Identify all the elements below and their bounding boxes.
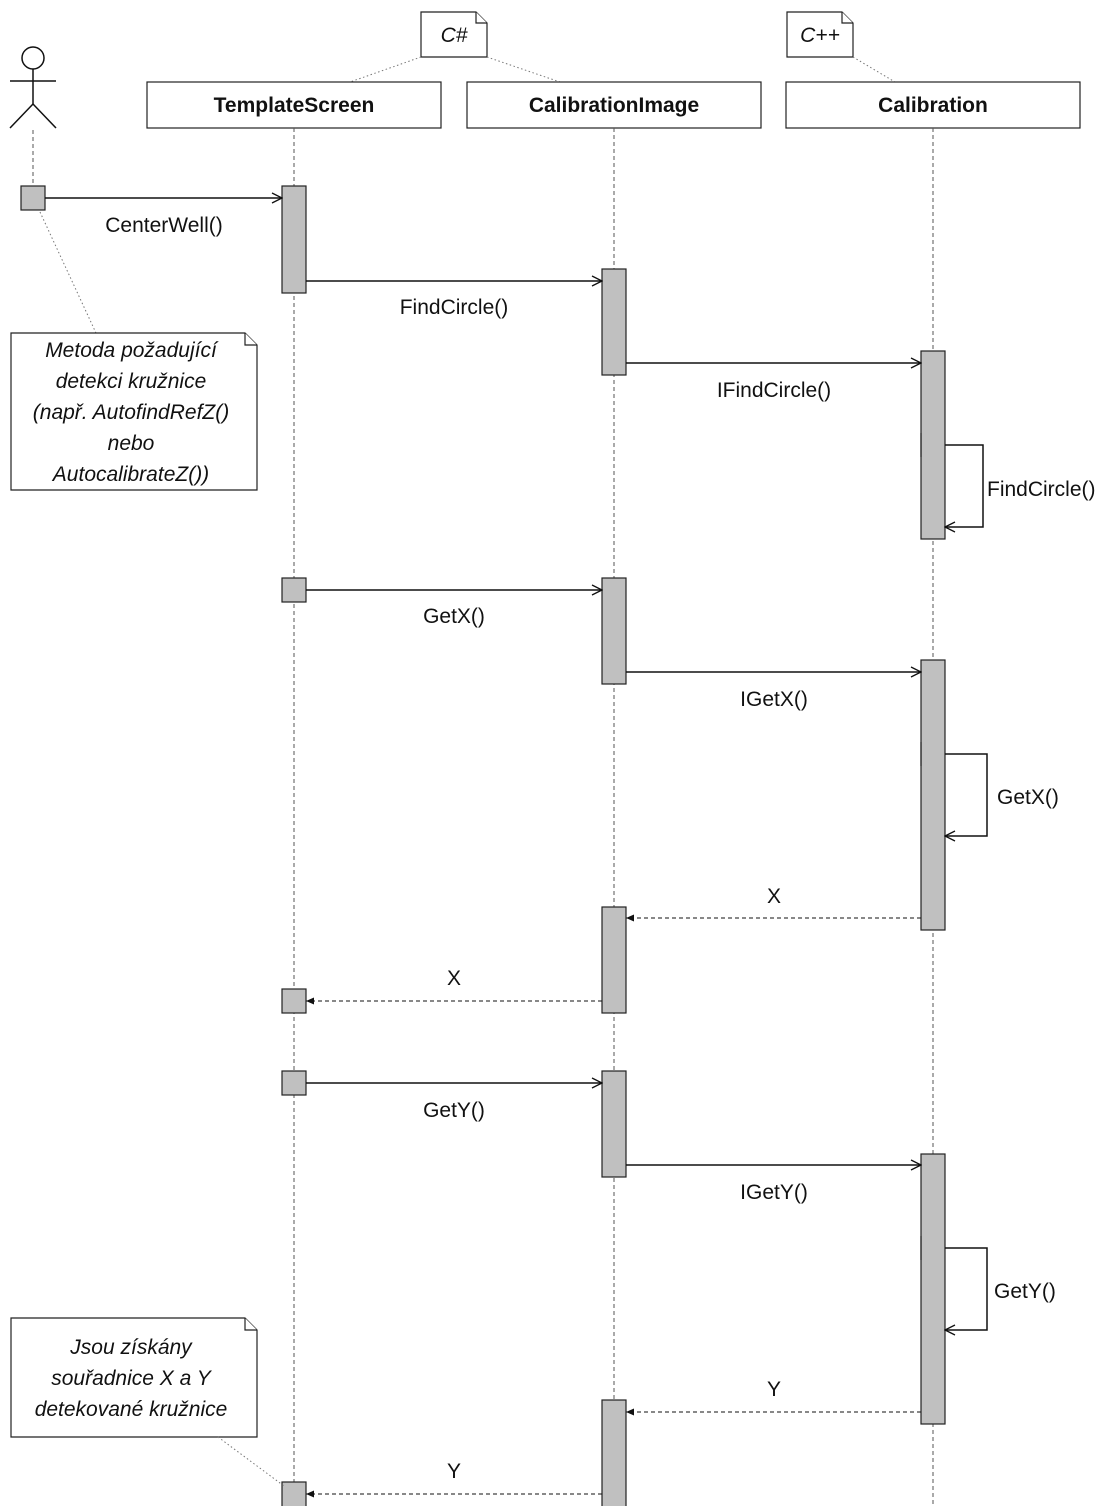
actor-icon — [9, 46, 57, 129]
self-message-arrow-get-y — [945, 1247, 988, 1330]
message-label-get-x: GetX() — [423, 605, 485, 628]
self-message-arrow-find-circle — [945, 444, 984, 527]
calibration-image-activation — [601, 1399, 627, 1506]
result-note-line: detekované kružnice — [35, 1398, 228, 1421]
object-calibration-image-label: CalibrationImage — [529, 94, 699, 117]
return-label-y-2: Y — [447, 1460, 461, 1483]
method-note: Metoda požadující detekci kružnice (např… — [10, 332, 258, 491]
calibration-image-activation — [601, 1070, 627, 1178]
calibration-image-activation — [601, 268, 627, 376]
result-note-line: souřadnice X a Y — [51, 1367, 213, 1390]
self-message-label-find-circle: FindCircle() — [987, 478, 1096, 501]
csharp-link-template — [349, 56, 422, 83]
method-note-line: detekci kružnice — [56, 370, 207, 393]
result-note: Jsou získány souřadnice X a Y detekované… — [10, 1317, 258, 1438]
object-template-screen-label: TemplateScreen — [214, 94, 375, 117]
self-message-arrow-get-x — [945, 753, 988, 836]
result-note-line: Jsou získány — [69, 1336, 193, 1359]
lang-csharp-label: C# — [441, 24, 468, 47]
calibration-image-activation — [601, 906, 627, 1014]
method-note-line: Metoda požadující — [45, 339, 219, 362]
object-calibration-image: CalibrationImage — [466, 81, 762, 129]
message-label-i-get-x: IGetX() — [740, 688, 808, 711]
message-label-center-well: CenterWell() — [105, 214, 222, 237]
self-message-label-get-x: GetX() — [997, 786, 1059, 809]
self-message-label-get-y: GetY() — [994, 1280, 1056, 1303]
object-calibration: Calibration — [785, 81, 1081, 129]
actor-activation — [20, 185, 46, 211]
message-label-i-get-y: IGetY() — [740, 1181, 808, 1204]
lang-cpp-label: C++ — [800, 24, 840, 47]
template-screen-activation — [281, 1481, 307, 1506]
method-note-line: AutocalibrateZ()) — [51, 463, 209, 486]
cpp-link-calibration — [852, 56, 896, 83]
object-template-screen: TemplateScreen — [146, 81, 442, 129]
return-label-x-1: X — [767, 885, 781, 908]
message-label-get-y: GetY() — [423, 1099, 485, 1122]
calibration-image-activation — [601, 577, 627, 685]
calibration-activation — [920, 350, 946, 540]
result-note-connector — [217, 1436, 285, 1487]
template-screen-activation — [281, 1070, 307, 1096]
template-screen-activation — [281, 577, 307, 603]
template-screen-activation — [281, 988, 307, 1014]
lang-note-csharp: C# — [420, 11, 488, 58]
template-screen-activation — [281, 185, 307, 294]
method-note-connector — [39, 211, 97, 334]
method-note-line: (např. AutofindRefZ() — [33, 401, 229, 424]
lang-note-cpp: C++ — [786, 11, 854, 58]
calibration-activation — [920, 1153, 946, 1425]
message-label-i-find-circle: IFindCircle() — [717, 379, 831, 402]
object-calibration-label: Calibration — [878, 94, 988, 117]
csharp-link-calibimage — [486, 56, 561, 83]
return-label-x-2: X — [447, 967, 461, 990]
message-label-find-circle: FindCircle() — [400, 296, 509, 319]
return-label-y-1: Y — [767, 1378, 781, 1401]
calibration-activation — [920, 659, 946, 931]
method-note-line: nebo — [108, 432, 155, 455]
